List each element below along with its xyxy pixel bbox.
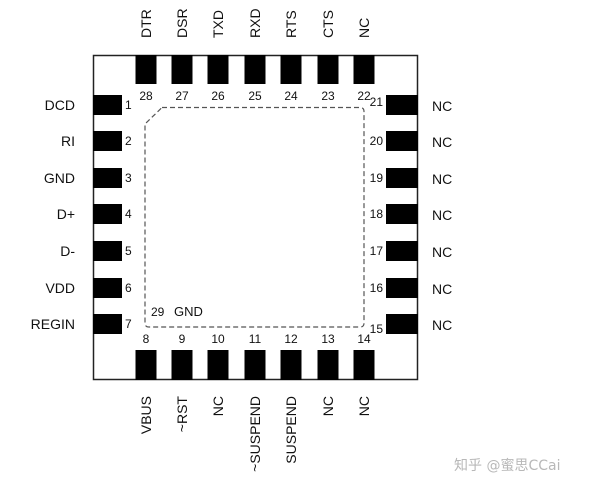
pin-number: 13 [321, 332, 335, 346]
pin-label-nc: NC [210, 396, 226, 416]
exposed-pad-name: GND [174, 304, 203, 319]
pin-label-dsr: DSR [174, 8, 190, 38]
pin-label-nc: NC [432, 244, 452, 260]
pin-pad-21 [386, 95, 418, 115]
pin-label-vdd: VDD [45, 280, 75, 296]
pin-number: 2 [125, 134, 132, 148]
pin-pad-27 [171, 55, 193, 84]
pin-pad-25 [244, 55, 266, 84]
pin-label-rts: RTS [283, 10, 299, 38]
pin-number: 5 [125, 244, 132, 258]
pin-pad-18 [386, 204, 418, 224]
exposed-pad-number: 29 [151, 305, 165, 319]
pin-pad-28 [135, 55, 157, 84]
exposed-pad-outline [144, 106, 365, 328]
pin-label-nc: NC [432, 98, 452, 114]
pin-number: 27 [175, 89, 189, 103]
pin-number: 18 [370, 207, 384, 221]
pin-number: 23 [321, 89, 335, 103]
pin-label-nc: NC [320, 396, 336, 416]
pin-number: 28 [139, 89, 153, 103]
pin-label-cts: CTS [320, 10, 336, 38]
pin-number: 3 [125, 171, 132, 185]
pin-number: 7 [125, 317, 132, 331]
pin-pad-1 [93, 95, 122, 115]
pin-number: 17 [370, 244, 384, 258]
pin-pad-16 [386, 278, 418, 298]
pin-number: 9 [179, 332, 186, 346]
pin-number: 12 [284, 332, 298, 346]
pin-number: 20 [370, 134, 384, 148]
pin-pad-10 [207, 350, 229, 380]
pin-pad-23 [317, 55, 339, 84]
pin-label-nc: NC [432, 281, 452, 297]
pin-label-regin: REGIN [31, 316, 75, 332]
pin-pad-6 [93, 278, 122, 298]
pin-number: 15 [370, 322, 384, 336]
pin-pad-22 [353, 55, 375, 84]
pin-label-ri: RI [61, 133, 75, 149]
pin-number: 26 [211, 89, 225, 103]
pin-number: 25 [248, 89, 262, 103]
pin-pad-24 [280, 55, 302, 84]
pin-label-d+: D+ [57, 206, 75, 222]
pin-label-gnd: GND [44, 170, 75, 186]
pin-number: 8 [143, 332, 150, 346]
pin-label-not-suspend: ~SUSPEND [247, 396, 263, 472]
pin-number: 22 [357, 89, 371, 103]
pin-pad-12 [280, 350, 302, 380]
pin-label-suspend: SUSPEND [283, 396, 299, 464]
pin-label-not-rst: ~RST [174, 396, 190, 433]
pin-label-txd: TXD [210, 10, 226, 38]
pin-label-nc: NC [356, 396, 372, 416]
pin-number: 11 [249, 332, 262, 346]
pin-number: 1 [125, 98, 132, 112]
pin-label-d-: D- [60, 243, 75, 259]
pin-label-dtr: DTR [138, 9, 154, 38]
pin-pad-4 [93, 204, 122, 224]
watermark: 知乎 @蜜思CCai [454, 457, 560, 474]
pin-label-nc: NC [356, 18, 372, 38]
pin-pad-3 [93, 168, 122, 188]
pin-pad-5 [93, 241, 122, 261]
pin-number: 4 [125, 207, 132, 221]
pin-label-dcd: DCD [45, 97, 75, 113]
pin-pad-9 [171, 350, 193, 380]
pin-label-rxd: RXD [247, 8, 263, 38]
pin-pad-13 [317, 350, 339, 380]
pin-number: 21 [370, 95, 384, 109]
pin-label-vbus: VBUS [138, 396, 154, 434]
pin-number: 10 [211, 332, 225, 346]
pin-pad-20 [386, 131, 418, 151]
pin-pad-14 [353, 350, 375, 380]
pin-number: 24 [284, 89, 298, 103]
pin-number: 16 [370, 281, 384, 295]
pin-pad-26 [207, 55, 229, 84]
pin-number: 14 [357, 332, 371, 346]
pin-pad-11 [244, 350, 266, 380]
pin-pad-15 [386, 314, 418, 334]
pin-label-nc: NC [432, 207, 452, 223]
pin-pad-19 [386, 168, 418, 188]
pin-pad-8 [135, 350, 157, 380]
pin-pad-2 [93, 131, 122, 151]
pin-label-nc: NC [432, 171, 452, 187]
pin-number: 6 [125, 281, 132, 295]
pin-pad-7 [93, 314, 122, 334]
pin-label-nc: NC [432, 134, 452, 150]
pin-label-nc: NC [432, 317, 452, 333]
pin-pad-17 [386, 241, 418, 261]
pin-number: 19 [370, 171, 384, 185]
